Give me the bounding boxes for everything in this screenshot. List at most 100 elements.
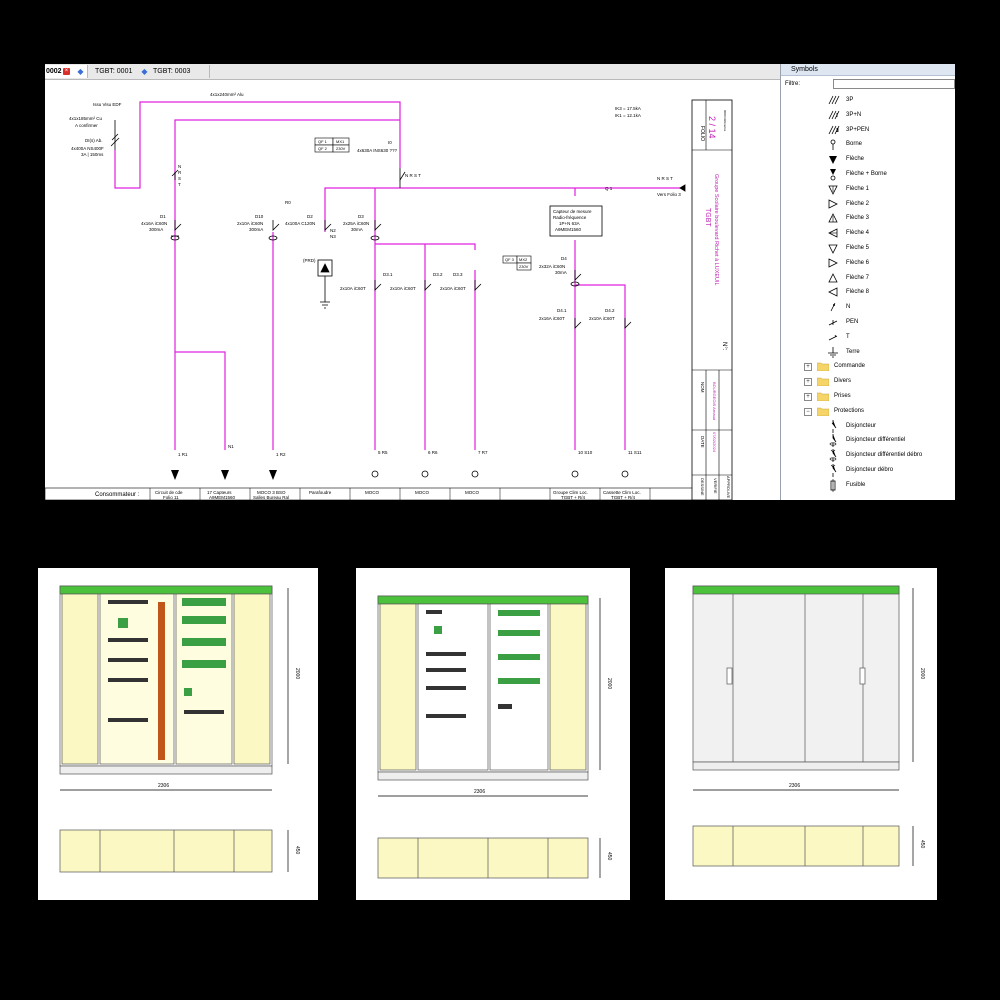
folder-item[interactable]: + Divers xyxy=(781,375,955,388)
q0-spec: 4x630A INS630 ??? xyxy=(357,148,398,153)
symbol-item[interactable]: Flèche 3 xyxy=(781,212,955,225)
symbol-item[interactable]: Flèche 5 xyxy=(781,242,955,255)
main-cable-label: 4x1x240mm² Alu xyxy=(210,92,244,97)
arrow-7-icon xyxy=(828,272,838,282)
output-label: 7 R7 xyxy=(478,450,488,455)
panel-title: Symbols xyxy=(781,64,955,76)
cabinet-top-view xyxy=(692,825,900,867)
symbol-label: Disjoncteur xyxy=(846,422,877,429)
output-label: 10 S10 xyxy=(578,450,593,455)
symbol-label: Flèche 3 xyxy=(846,215,870,222)
busbar-top-label: N R S T xyxy=(405,173,421,178)
symbol-item[interactable]: Flèche 2 xyxy=(781,198,955,211)
folder-label: Commande xyxy=(834,363,866,370)
folder-icon xyxy=(817,363,829,372)
source-breaker-spec: 4x400A NS400F xyxy=(71,146,104,151)
nom-label: NOM xyxy=(700,382,705,393)
folio-label: FOLIO xyxy=(699,126,705,141)
neutral-icon xyxy=(830,303,836,312)
tab-label: TGBT: 0003 xyxy=(153,68,191,75)
symbol-item[interactable]: Flèche xyxy=(781,153,955,166)
drawing-title: TGBT xyxy=(704,208,711,227)
symbol-item[interactable]: Flèche 8 xyxy=(781,286,955,299)
author-name: BOURGEOIS Arnaud xyxy=(712,382,717,420)
tab-label: TGBT: 0001 xyxy=(95,68,133,75)
qf3-label: QF 3 xyxy=(505,257,515,262)
folder-icon xyxy=(817,392,829,401)
three-pole-neutral-icon xyxy=(828,110,840,119)
folder-icon xyxy=(817,407,829,416)
symbol-item[interactable]: Borne xyxy=(781,138,955,151)
output-label: 6 R6 xyxy=(428,450,438,455)
tab-tgbt-0003[interactable]: TGBT: 0003 xyxy=(137,65,210,78)
source-cable: 4x1x185mm² Cu xyxy=(69,116,103,121)
busbar-r: R xyxy=(178,170,182,175)
expander-icon[interactable]: + xyxy=(804,378,812,387)
symbol-label: Flèche 4 xyxy=(846,230,870,237)
schematic-canvas[interactable]: Issu Visu EDF 4x1x185mm² Cu A confirmer … xyxy=(45,80,780,500)
symbol-label: 3P+PEN xyxy=(846,126,870,133)
symbol-item[interactable]: 3P+PEN xyxy=(781,124,955,137)
symbol-item[interactable]: Flèche + Borne xyxy=(781,168,955,181)
width-dimension: 2306 xyxy=(474,789,485,795)
verifie-label: VERIFIE xyxy=(713,478,718,494)
folder-label: Protections xyxy=(834,407,865,414)
d3-spec2: 30mA xyxy=(351,227,363,232)
expander-icon[interactable]: + xyxy=(804,393,812,401)
sensor-line4: A9MEM1560 xyxy=(555,227,582,232)
folder-item[interactable]: − Protections xyxy=(781,405,955,418)
symbol-label: Disjoncteur différentiel xyxy=(846,437,906,444)
cabinet-panel xyxy=(233,593,271,765)
earth-line-icon xyxy=(828,334,838,341)
d3-spec: 2x25A iC60N xyxy=(343,221,369,226)
symbol-item[interactable]: N xyxy=(781,301,955,314)
filter-input[interactable] xyxy=(833,79,955,89)
symbol-item[interactable]: Flèche 7 xyxy=(781,272,955,285)
consumer-label: MOCO xyxy=(365,490,379,495)
symbol-item[interactable]: Disjoncteur débro xyxy=(781,464,955,477)
folder-icon xyxy=(817,377,829,387)
expander-icon[interactable]: − xyxy=(804,407,812,416)
symbol-item[interactable]: 3P xyxy=(781,94,955,107)
d2-n2: N2 xyxy=(330,228,336,233)
symbol-item[interactable]: Disjoncteur xyxy=(781,419,955,433)
symbol-label: Flèche + Borne xyxy=(846,171,887,177)
symbol-item[interactable]: Disjoncteur différentiel xyxy=(781,434,955,448)
symbol-label: Flèche 2 xyxy=(846,200,870,207)
symbol-item[interactable]: PEN xyxy=(781,316,955,329)
symbol-label: Flèche 8 xyxy=(846,289,870,296)
busbar-n: N xyxy=(178,164,181,169)
fuse-icon xyxy=(830,478,836,492)
symbol-item[interactable]: Flèche 1 xyxy=(781,183,955,196)
terminal-icon xyxy=(830,139,836,151)
folio-number: 2 / 14 xyxy=(707,116,717,139)
height-dimension: 2000 xyxy=(919,668,925,679)
sensor-line2: Radio-fréquence xyxy=(553,215,587,220)
symbol-item[interactable]: Flèche 4 xyxy=(781,227,955,240)
drawing-number: N°: xyxy=(721,342,727,351)
expander-icon[interactable]: + xyxy=(804,363,812,372)
three-pole-icon xyxy=(828,95,840,105)
symbol-item[interactable]: 3P+N xyxy=(781,109,955,122)
symbol-item[interactable]: Terre xyxy=(781,346,955,359)
arrow-6-icon xyxy=(828,258,838,268)
folder-item[interactable]: + Prises xyxy=(781,390,955,403)
consumer-row: Consommateur : Circuit de cde Folio 11 1… xyxy=(45,487,696,500)
consumer-label: Cassette Clim Loc. xyxy=(603,490,641,495)
symbol-item[interactable]: Fusible xyxy=(781,478,955,492)
symbol-item[interactable]: Flèche 6 xyxy=(781,257,955,270)
tab-tgbt-0001[interactable]: TGBT: 0001 xyxy=(81,65,147,78)
arrow-1-icon xyxy=(828,185,838,195)
cabinet-top-view xyxy=(59,829,273,873)
consumer-label: Groupe Clim Loc. xyxy=(553,490,588,495)
symbol-item[interactable]: T xyxy=(781,331,955,344)
output-label: 1 R2 xyxy=(276,452,286,457)
close-icon[interactable]: × xyxy=(63,68,70,75)
symbol-label: Flèche xyxy=(846,156,865,163)
approuve-label: APPROUVE xyxy=(726,476,731,499)
symbol-item[interactable]: Disjoncteur différentiel débro xyxy=(781,449,955,463)
busbar-t: T xyxy=(178,182,181,187)
folder-item[interactable]: + Commande xyxy=(781,360,955,373)
r0-label: R0 xyxy=(285,200,291,205)
arrow-5-icon xyxy=(828,244,838,254)
